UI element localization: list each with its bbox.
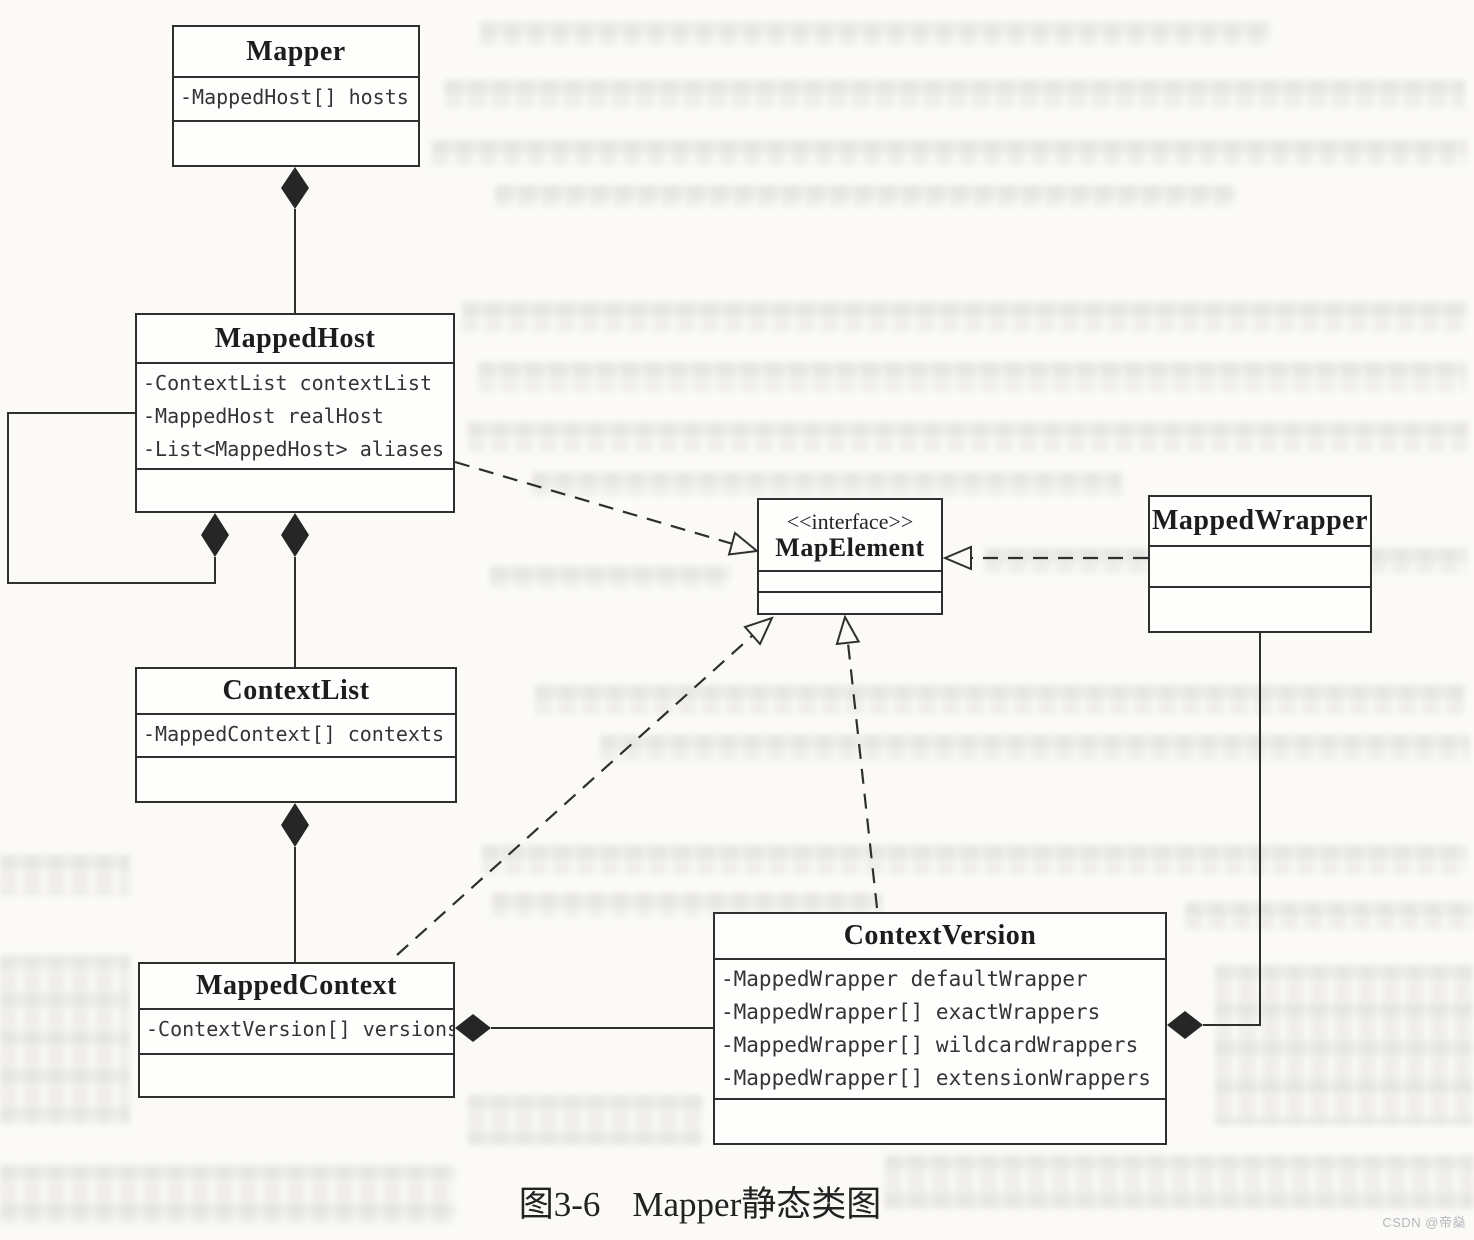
class-operations-compartment (715, 1100, 1165, 1143)
class-name-mappedhost: MappedHost (214, 322, 376, 354)
figure-label: 图3-6 (518, 1185, 601, 1224)
realization-arrowhead-mappedwrapper-mapelement (942, 545, 972, 571)
composition-diamond-mappedcontext-contextversion (455, 1014, 491, 1042)
class-operations-compartment (759, 593, 941, 613)
figure-caption: 图3-6 Mapper静态类图 (440, 1176, 960, 1227)
class-attributes-compartment (759, 572, 941, 593)
composition-diamond-mapper-mappedhost (281, 167, 309, 209)
class-title-compartment: MappedContext (140, 964, 453, 1010)
class-box-mappedcontext: MappedContext -ContextVersion[] versions (138, 962, 455, 1098)
class-attribute: -MappedWrapper[] exactWrappers (721, 1000, 1101, 1024)
class-name-contextlist: ContextList (222, 675, 370, 707)
class-attribute: -MappedWrapper defaultWrapper (721, 967, 1088, 991)
class-box-contextlist: ContextList -MappedContext[] contexts (135, 667, 457, 803)
class-operations-compartment (1150, 588, 1370, 631)
class-title-compartment: <<interface>> MapElement (759, 500, 941, 572)
realization-line-contextversion-mapelement (846, 642, 879, 909)
class-name-contextversion: ContextVersion (843, 920, 1037, 952)
class-attributes-compartment: -MappedWrapper defaultWrapper -MappedWra… (715, 960, 1165, 1100)
realization-arrowhead-mappedhost-mapelement (727, 531, 760, 556)
class-title-compartment: MappedWrapper (1150, 497, 1370, 547)
realization-line-mappedcontext-mapelement (396, 634, 754, 956)
realization-arrowhead-mappedcontext-mapelement (743, 616, 774, 646)
class-attributes-compartment: -ContextList contextList -MappedHost rea… (137, 364, 453, 470)
class-box-contextversion: ContextVersion -MappedWrapper defaultWra… (713, 912, 1167, 1145)
composition-diamond-mappedhost-contextlist (281, 513, 309, 557)
class-attributes-compartment: -ContextVersion[] versions (140, 1010, 453, 1055)
class-name-mapper: Mapper (246, 35, 346, 67)
class-attributes-compartment: -MappedContext[] contexts (137, 715, 455, 758)
class-attributes-compartment: -MappedHost[] hosts (174, 78, 418, 122)
composition-diamond-mappedhost-self (201, 513, 229, 557)
class-title-compartment: ContextList (137, 669, 455, 715)
figure-title: Mapper静态类图 (632, 1185, 882, 1224)
class-attribute: -ContextVersion[] versions (146, 1017, 453, 1041)
class-attribute: -MappedHost[] hosts (180, 85, 409, 109)
class-attribute: -MappedHost realHost (143, 404, 384, 428)
class-attribute: -MappedContext[] contexts (143, 722, 445, 746)
composition-diamond-contextlist-mappedcontext (281, 803, 309, 847)
class-box-mappedwrapper: MappedWrapper (1148, 495, 1372, 633)
class-box-mappedhost: MappedHost -ContextList contextList -Map… (135, 313, 455, 513)
composition-line-contextversion-mappedwrapper (1203, 633, 1261, 1026)
class-name-mappedwrapper: MappedWrapper (1152, 505, 1368, 537)
composition-diamond-contextversion-mappedwrapper (1167, 1011, 1203, 1039)
class-box-mapper: Mapper -MappedHost[] hosts (172, 25, 420, 167)
class-title-compartment: ContextVersion (715, 914, 1165, 960)
class-name-mapelement: MapElement (775, 533, 925, 562)
class-operations-compartment (174, 122, 418, 165)
realization-arrowhead-contextversion-mapelement (835, 614, 861, 646)
csdn-watermark: CSDN @帝燊 (1382, 1215, 1466, 1230)
class-attribute: -MappedWrapper[] wildcardWrappers (721, 1033, 1139, 1057)
class-title-compartment: Mapper (174, 27, 418, 78)
class-name-mappedcontext: MappedContext (196, 970, 397, 1002)
class-attributes-compartment (1150, 547, 1370, 588)
class-title-compartment: MappedHost (137, 315, 453, 364)
class-attribute: -ContextList contextList (143, 371, 432, 395)
class-operations-compartment (137, 470, 453, 511)
class-box-mapelement: <<interface>> MapElement (757, 498, 943, 615)
composition-line-mappedhost-self (7, 412, 216, 584)
class-attribute: -MappedWrapper[] extensionWrappers (721, 1066, 1151, 1090)
realization-line-mappedhost-mapelement (454, 460, 734, 546)
class-operations-compartment (137, 758, 455, 801)
interface-stereotype: <<interface>> (786, 508, 914, 534)
class-attribute: -List<MappedHost> aliases (143, 437, 445, 461)
class-operations-compartment (140, 1055, 453, 1096)
